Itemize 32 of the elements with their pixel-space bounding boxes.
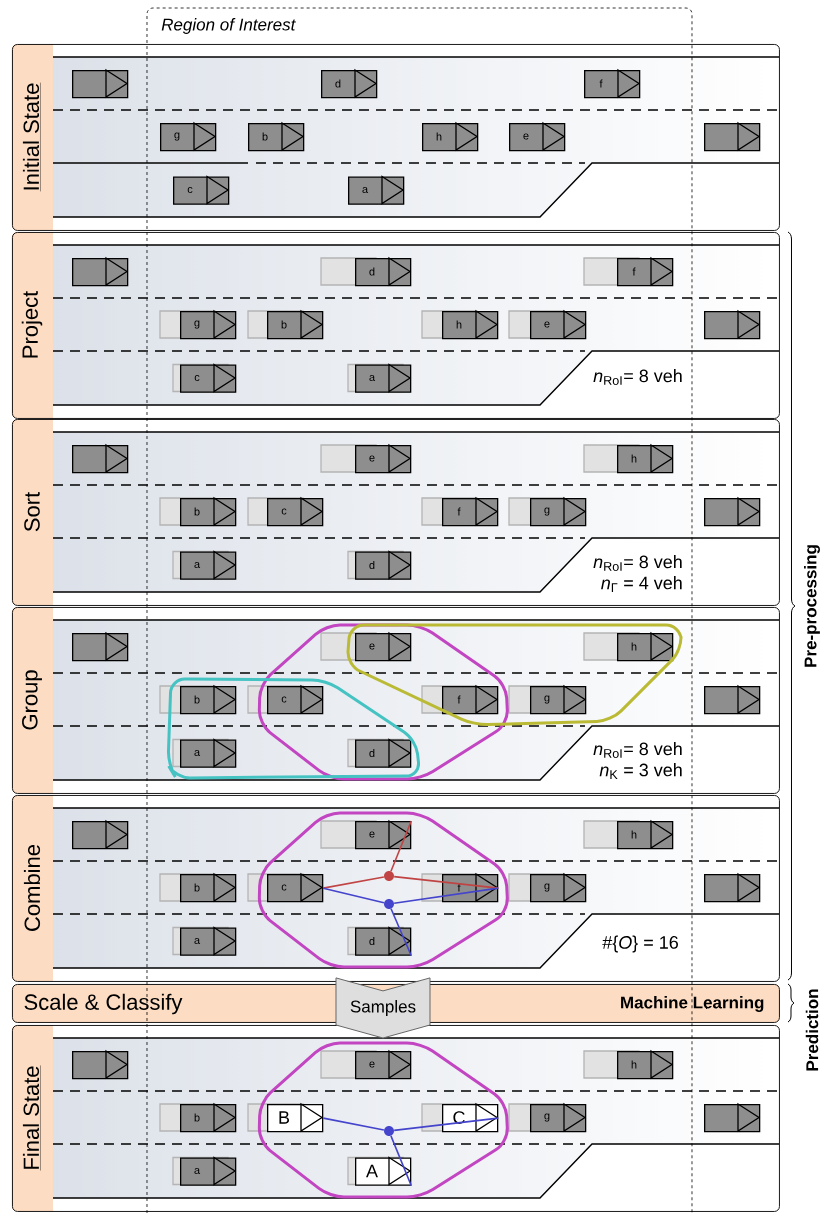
note-text: n$_{Γ}$ = 4 veh bbox=[601, 576, 682, 592]
note-text: Region of Interest bbox=[161, 18, 296, 34]
connector-line bbox=[390, 1135, 413, 1187]
connector-line bbox=[390, 908, 413, 957]
connector-line bbox=[322, 876, 385, 889]
vehicle: d bbox=[355, 926, 412, 956]
note-text: Pre-processing bbox=[804, 545, 820, 667]
vehicle: a bbox=[180, 550, 237, 580]
note-text: n$_{RoI}$= 8 veh bbox=[593, 555, 682, 571]
note-text: n$_{RoI}$= 8 veh bbox=[593, 742, 682, 758]
chevron-arrow bbox=[335, 977, 431, 1039]
connector-line bbox=[393, 887, 500, 905]
connector-line bbox=[390, 820, 413, 872]
note-text: n$_{K}$ = 3 veh bbox=[599, 763, 682, 779]
connector-line bbox=[393, 1117, 500, 1132]
note-text: #{O} = 16 bbox=[602, 935, 678, 953]
vehicle: a bbox=[180, 926, 237, 956]
vehicle: a bbox=[348, 175, 405, 205]
vehicle: d bbox=[355, 738, 412, 768]
note-text: Prediction bbox=[805, 989, 819, 1071]
vehicle: a bbox=[180, 1156, 237, 1186]
connector-line bbox=[322, 1117, 385, 1131]
connector-line bbox=[322, 887, 385, 904]
vehicle: c bbox=[173, 175, 230, 205]
vehicle: a bbox=[355, 363, 412, 393]
vehicle: A bbox=[355, 1156, 412, 1186]
edge-label: Samples bbox=[350, 1000, 416, 1016]
connector-line bbox=[393, 875, 500, 889]
note-text: n$_{RoI}$= 8 veh bbox=[593, 369, 682, 385]
vehicle: d bbox=[355, 550, 412, 580]
vehicle: c bbox=[180, 363, 237, 393]
vehicle: a bbox=[180, 738, 237, 768]
